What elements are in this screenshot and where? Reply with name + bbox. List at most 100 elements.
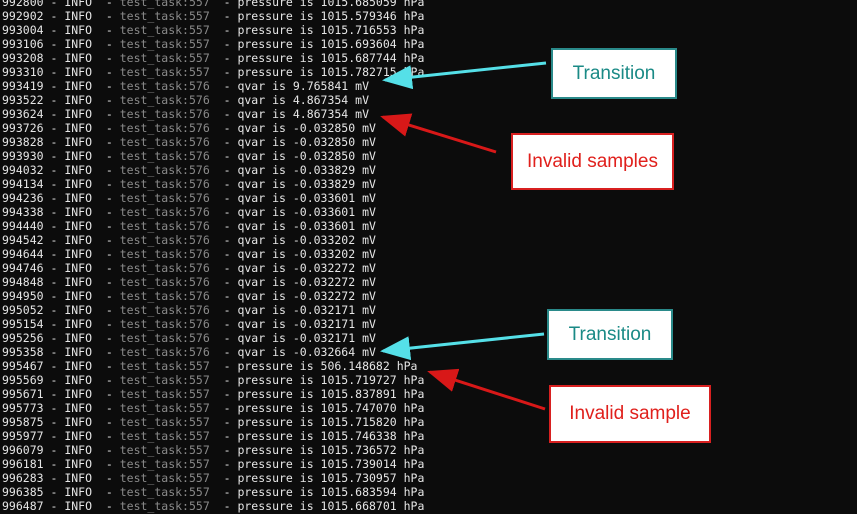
log-level: INFO <box>64 359 93 373</box>
log-line: 994644 - INFO - test_task:576 - qvar is … <box>2 247 376 261</box>
log-line: 995773 - INFO - test_task:557 - pressure… <box>2 401 425 415</box>
log-timestamp: 996079 <box>2 443 44 457</box>
log-line: 995875 - INFO - test_task:557 - pressure… <box>2 415 425 429</box>
log-message: qvar is -0.033202 mV <box>237 233 376 247</box>
log-timestamp: 994542 <box>2 233 44 247</box>
log-source: test_task:557 <box>119 9 210 23</box>
log-timestamp: 993310 <box>2 65 44 79</box>
log-message: pressure is 1015.837891 hPa <box>237 387 425 401</box>
log-source: test_task:576 <box>119 345 210 359</box>
log-line: 994440 - INFO - test_task:576 - qvar is … <box>2 219 376 233</box>
log-source: test_task:557 <box>119 51 210 65</box>
log-timestamp: 994950 <box>2 289 44 303</box>
log-message: pressure is 1015.782715 hPa <box>237 65 425 79</box>
log-source: test_task:557 <box>119 0 210 9</box>
log-message: pressure is 1015.736572 hPa <box>237 443 425 457</box>
log-timestamp: 993004 <box>2 23 44 37</box>
log-source: test_task:576 <box>119 191 210 205</box>
log-line: 996283 - INFO - test_task:557 - pressure… <box>2 471 425 485</box>
transition-bottom-callout: Transition <box>547 309 673 360</box>
log-timestamp: 993828 <box>2 135 44 149</box>
log-level: INFO <box>64 331 93 345</box>
log-level: INFO <box>64 51 93 65</box>
log-source: test_task:576 <box>119 135 210 149</box>
log-message: qvar is -0.033202 mV <box>237 247 376 261</box>
log-message: pressure is 1015.747070 hPa <box>237 401 425 415</box>
log-message: qvar is -0.032850 mV <box>237 149 376 163</box>
log-line: 994134 - INFO - test_task:576 - qvar is … <box>2 177 376 191</box>
log-line: 995977 - INFO - test_task:557 - pressure… <box>2 429 425 443</box>
log-source: test_task:557 <box>119 471 210 485</box>
log-message: qvar is -0.033829 mV <box>237 177 376 191</box>
log-timestamp: 992800 <box>2 0 44 9</box>
log-message: pressure is 1015.668701 hPa <box>237 499 425 513</box>
log-source: test_task:557 <box>119 401 210 415</box>
log-level: INFO <box>64 247 93 261</box>
log-level: INFO <box>64 387 93 401</box>
log-message: qvar is 9.765841 mV <box>237 79 370 93</box>
log-timestamp: 993208 <box>2 51 44 65</box>
log-message: qvar is -0.032272 mV <box>237 261 376 275</box>
log-source: test_task:576 <box>119 275 210 289</box>
log-timestamp: 995977 <box>2 429 44 443</box>
log-timestamp: 995154 <box>2 317 44 331</box>
log-line: 994032 - INFO - test_task:576 - qvar is … <box>2 163 376 177</box>
log-timestamp: 996283 <box>2 471 44 485</box>
log-line: 993208 - INFO - test_task:557 - pressure… <box>2 51 425 65</box>
log-level: INFO <box>64 219 93 233</box>
log-line: 994542 - INFO - test_task:576 - qvar is … <box>2 233 376 247</box>
log-line: 993828 - INFO - test_task:576 - qvar is … <box>2 135 376 149</box>
log-source: test_task:557 <box>119 359 210 373</box>
log-timestamp: 994848 <box>2 275 44 289</box>
log-source: test_task:557 <box>119 429 210 443</box>
log-level: INFO <box>64 0 93 9</box>
log-message: qvar is 4.867354 mV <box>237 107 370 121</box>
log-level: INFO <box>64 499 93 513</box>
log-timestamp: 993726 <box>2 121 44 135</box>
log-source: test_task:576 <box>119 247 210 261</box>
log-line: 993310 - INFO - test_task:557 - pressure… <box>2 65 425 79</box>
log-level: INFO <box>64 373 93 387</box>
log-timestamp: 996385 <box>2 485 44 499</box>
log-timestamp: 996181 <box>2 457 44 471</box>
transition-bottom-label: Transition <box>568 323 652 345</box>
log-message: qvar is -0.032272 mV <box>237 275 376 289</box>
log-line: 992800 - INFO - test_task:557 - pressure… <box>0 0 857 9</box>
log-line: 993930 - INFO - test_task:576 - qvar is … <box>2 149 376 163</box>
log-message: qvar is -0.032171 mV <box>237 331 376 345</box>
invalid-sample-callout: Invalid sample <box>549 385 711 443</box>
log-level: INFO <box>64 163 93 177</box>
log-source: test_task:576 <box>119 107 210 121</box>
log-level: INFO <box>64 121 93 135</box>
log-message: pressure is 1015.730957 hPa <box>237 471 425 485</box>
log-message: qvar is -0.033601 mV <box>237 205 376 219</box>
log-source: test_task:576 <box>119 177 210 191</box>
log-message: qvar is -0.032171 mV <box>237 303 376 317</box>
log-level: INFO <box>64 457 93 471</box>
log-level: INFO <box>64 37 93 51</box>
log-source: test_task:557 <box>119 443 210 457</box>
log-source: test_task:576 <box>119 303 210 317</box>
log-message: pressure is 1015.739014 hPa <box>237 457 425 471</box>
log-level: INFO <box>64 93 93 107</box>
invalid-sample-label: Invalid sample <box>569 403 691 424</box>
log-source: test_task:576 <box>119 317 210 331</box>
log-timestamp: 994236 <box>2 191 44 205</box>
log-timestamp: 994032 <box>2 163 44 177</box>
log-line: 994950 - INFO - test_task:576 - qvar is … <box>2 289 376 303</box>
log-source: test_task:557 <box>119 499 210 513</box>
log-level: INFO <box>64 149 93 163</box>
invalid-samples-label: Invalid samples <box>527 150 658 172</box>
log-line: 993004 - INFO - test_task:557 - pressure… <box>2 23 425 37</box>
log-level: INFO <box>64 345 93 359</box>
transition-top-callout: Transition <box>551 48 677 99</box>
log-message: pressure is 1015.746338 hPa <box>237 429 425 443</box>
log-level: INFO <box>64 9 93 23</box>
log-message: qvar is -0.032850 mV <box>237 135 376 149</box>
log-message: qvar is -0.032850 mV <box>237 121 376 135</box>
log-source: test_task:576 <box>119 331 210 345</box>
log-level: INFO <box>64 485 93 499</box>
log-source: test_task:557 <box>119 415 210 429</box>
log-line: 994848 - INFO - test_task:576 - qvar is … <box>2 275 376 289</box>
log-line: 995358 - INFO - test_task:576 - qvar is … <box>2 345 376 359</box>
